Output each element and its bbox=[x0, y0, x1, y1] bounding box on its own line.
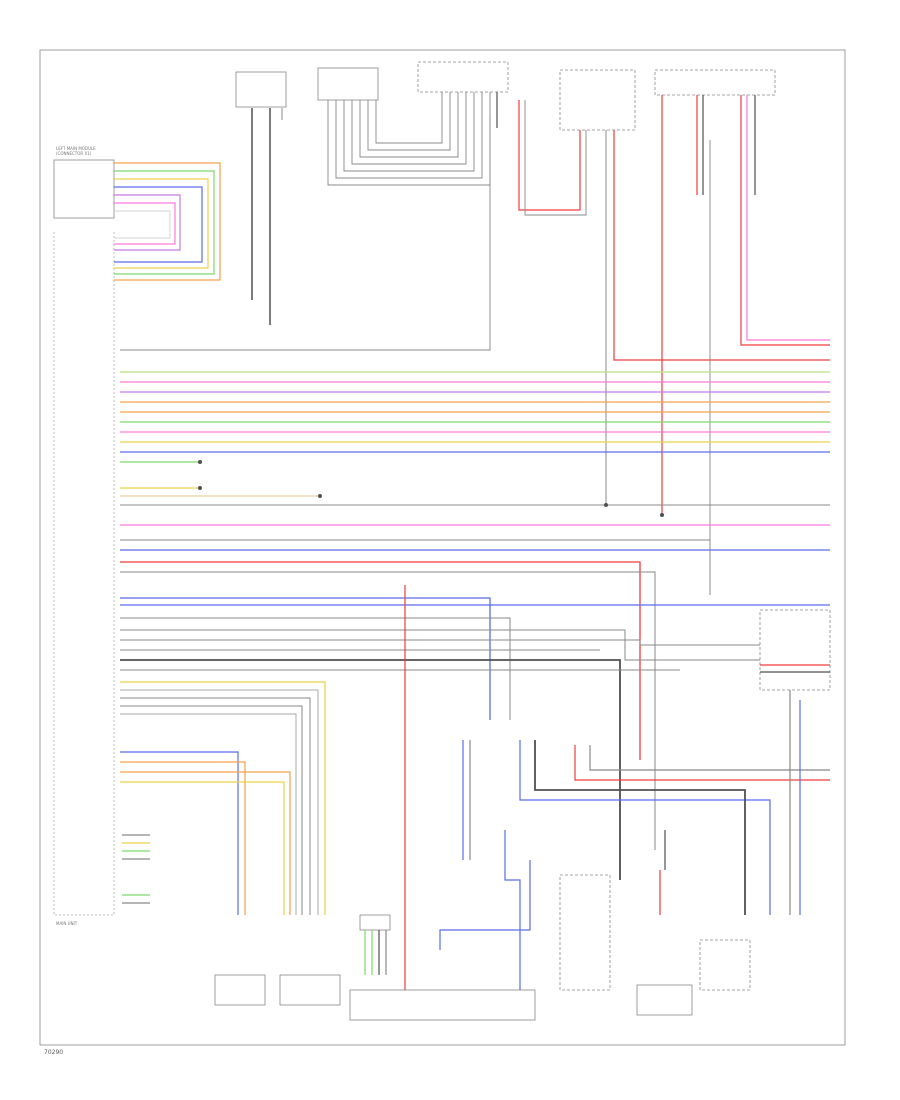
bottom-connector-stubs bbox=[122, 834, 387, 975]
wire-end-dots bbox=[198, 460, 664, 517]
top-component-3 bbox=[559, 69, 830, 505]
svg-text:(CONNECTOR X1): (CONNECTOR X1) bbox=[56, 151, 92, 156]
top-center-red-loop bbox=[518, 100, 587, 216]
lower-left-wires bbox=[120, 751, 291, 915]
svg-text:LEFT MAIN MODULE: LEFT MAIN MODULE bbox=[56, 146, 96, 151]
bottom-components bbox=[214, 874, 751, 1021]
horizontal-bus-wires bbox=[120, 371, 830, 915]
upper-left-loop-wires bbox=[114, 162, 221, 281]
top-component-4 bbox=[120, 69, 830, 595]
left-main-module: LEFT MAIN MODULE (CONNECTOR X1) MAIN UNI… bbox=[53, 146, 115, 926]
diagram-frame bbox=[39, 49, 846, 1046]
figure-ref: 70290 bbox=[44, 1049, 63, 1056]
top-component-1 bbox=[235, 71, 287, 325]
right-component-block bbox=[759, 609, 831, 691]
top-component-2 bbox=[120, 61, 509, 351]
central-lower-wires bbox=[404, 585, 830, 990]
svg-text:MAIN UNIT: MAIN UNIT bbox=[56, 921, 78, 926]
